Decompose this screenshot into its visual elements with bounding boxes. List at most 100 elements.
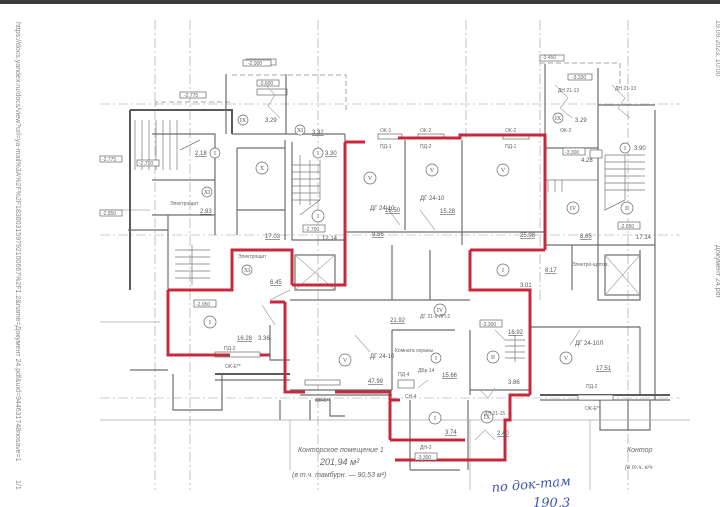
svg-text:-2.950: -2.950	[196, 302, 210, 308]
svg-text:3.01: 3.01	[520, 283, 532, 289]
svg-text:ОК-2: ОК-2	[505, 128, 516, 134]
svg-text:190,3: 190,3	[533, 496, 570, 507]
svg-text:Комната охраны: Комната охраны	[395, 348, 434, 354]
svg-text:I: I	[317, 214, 319, 220]
svg-text:-2.850: -2.850	[102, 211, 116, 217]
svg-text:Контор: Контор	[627, 447, 653, 454]
svg-text:17.51: 17.51	[596, 366, 612, 372]
svg-text:IX: IX	[240, 118, 247, 124]
element-labels: ОК-1 ОК-2 ОК-2 ОК-2 ПД-1 ПД-2 ПД-1 ПД-2 …	[224, 86, 636, 451]
svg-text:16.92: 16.92	[508, 330, 524, 336]
svg-text:II: II	[625, 206, 629, 212]
svg-text:ПД-4: ПД-4	[398, 372, 410, 378]
svg-text:V: V	[564, 356, 569, 362]
svg-text:IX: IX	[555, 116, 562, 122]
svg-text:I: I	[209, 320, 211, 326]
elevator-shafts	[294, 254, 641, 296]
svg-text:15.28: 15.28	[440, 209, 456, 215]
svg-text:8.17: 8.17	[545, 268, 557, 274]
handwritten-note: по док-там 190,3	[491, 474, 571, 507]
svg-text:-3.450: -3.450	[542, 55, 556, 61]
svg-text:ДН 21-13: ДН 21-13	[558, 88, 579, 94]
svg-text:-3.300: -3.300	[482, 322, 496, 328]
svg-text:I: I	[434, 416, 436, 422]
svg-text:9.56: 9.56	[372, 232, 384, 238]
svg-text:ОК-Е**: ОК-Е**	[585, 406, 601, 412]
svg-text:II: II	[491, 355, 495, 361]
svg-text:I: I	[317, 151, 319, 157]
svg-text:ДГ 24-10: ДГ 24-10	[370, 354, 395, 360]
svg-text:12.14: 12.14	[322, 236, 338, 242]
svg-text:Электро-щитов.: Электро-щитов.	[572, 262, 609, 268]
svg-text:V: V	[368, 176, 373, 182]
room-markers: V ДГ 24-10 15.50 V ДГ 24-10 15.28 V 25.9…	[170, 112, 652, 437]
svg-text:ОК-Е**: ОК-Е**	[315, 398, 331, 404]
svg-text:ДН-3: ДН-3	[420, 445, 432, 451]
svg-text:ПД-2: ПД-2	[586, 384, 598, 390]
svg-text:XI: XI	[244, 268, 250, 274]
svg-text:ДГ 24-10Л: ДГ 24-10Л	[575, 341, 603, 347]
svg-text:ДГ 24-10: ДГ 24-10	[370, 206, 395, 212]
svg-text:ПД-1: ПД-1	[505, 144, 517, 150]
svg-text:17.14: 17.14	[636, 235, 652, 241]
svg-text:XI: XI	[297, 128, 303, 134]
svg-text:2.40: 2.40	[497, 431, 509, 437]
svg-text:ПД-1: ПД-1	[380, 144, 392, 150]
svg-text:201,94 м²: 201,94 м²	[319, 457, 360, 467]
svg-text:ОК-Е**: ОК-Е**	[225, 364, 241, 370]
elevation-marks: -2.900 -2.775 -3.600 -3.450 -3.330 -2.77…	[99, 55, 586, 461]
svg-text:IV: IV	[437, 308, 444, 314]
svg-text:IV: IV	[570, 206, 577, 212]
svg-text:ДГ 24-10: ДГ 24-10	[420, 196, 445, 202]
svg-text:ДГ 21-9 ЛП-2: ДГ 21-9 ЛП-2	[420, 314, 450, 320]
svg-text:Электрощит: Электрощит	[170, 201, 199, 207]
svg-text:IX: IX	[484, 415, 491, 421]
svg-text:16.28: 16.28	[237, 336, 253, 342]
svg-text:3.32: 3.32	[312, 130, 324, 136]
svg-text:ОК-2: ОК-2	[420, 128, 431, 134]
svg-text:V: V	[501, 168, 506, 174]
svg-text:I: I	[214, 151, 216, 157]
svg-text:I: I	[624, 146, 626, 152]
svg-text:-3.600: -3.600	[259, 81, 273, 87]
svg-text:(в т.ч. тамбурн. — 90,53 м²): (в т.ч. тамбурн. — 90,53 м²)	[292, 471, 386, 479]
svg-text:Конторское помещение 1: Конторское помещение 1	[298, 447, 384, 454]
svg-text:ОК-1: ОК-1	[380, 128, 391, 134]
svg-text:3.29: 3.29	[575, 118, 587, 124]
svg-text:-3.300: -3.300	[565, 150, 579, 156]
svg-text:ДБр 14: ДБр 14	[418, 368, 435, 374]
svg-text:3.29: 3.29	[265, 118, 277, 124]
svg-text:-2.775: -2.775	[184, 93, 198, 99]
svg-text:3.86: 3.86	[508, 380, 520, 386]
svg-text:по док-там: по док-там	[491, 474, 571, 496]
svg-text:ПД-2: ПД-2	[420, 144, 432, 150]
stairs	[134, 120, 645, 362]
svg-text:V: V	[343, 358, 348, 364]
svg-text:2.83: 2.83	[200, 209, 212, 215]
svg-text:I: I	[502, 268, 504, 274]
svg-text:17.03: 17.03	[265, 234, 281, 240]
svg-text:ДН 21-15: ДН 21-15	[484, 411, 505, 417]
svg-text:3.30: 3.30	[325, 151, 337, 157]
svg-text:I: I	[435, 356, 437, 362]
svg-text:21.92: 21.92	[390, 318, 406, 324]
svg-text:-2.900: -2.900	[248, 61, 262, 67]
svg-text:Электрощит: Электрощит	[238, 254, 267, 260]
top-edge	[0, 0, 720, 4]
svg-text:-3.300: -3.300	[417, 455, 431, 461]
svg-text:(в т.ч. к/ч: (в т.ч. к/ч	[625, 465, 652, 471]
svg-text:X: X	[260, 166, 265, 172]
svg-text:3.36: 3.36	[258, 336, 270, 342]
svg-text:ОК-2: ОК-2	[560, 128, 571, 134]
svg-text:-3.330: -3.330	[572, 75, 586, 81]
svg-text:8.65: 8.65	[580, 234, 592, 240]
premises-summary: Конторское помещение 1 201,94 м² (в т.ч.…	[292, 447, 653, 479]
svg-text:-2.700: -2.700	[139, 161, 153, 167]
svg-text:6.45: 6.45	[270, 280, 282, 286]
svg-text:XI: XI	[204, 190, 210, 196]
svg-text:25.98: 25.98	[520, 233, 536, 239]
svg-text:15.50: 15.50	[385, 208, 401, 214]
svg-text:4.28: 4.28	[581, 158, 593, 164]
